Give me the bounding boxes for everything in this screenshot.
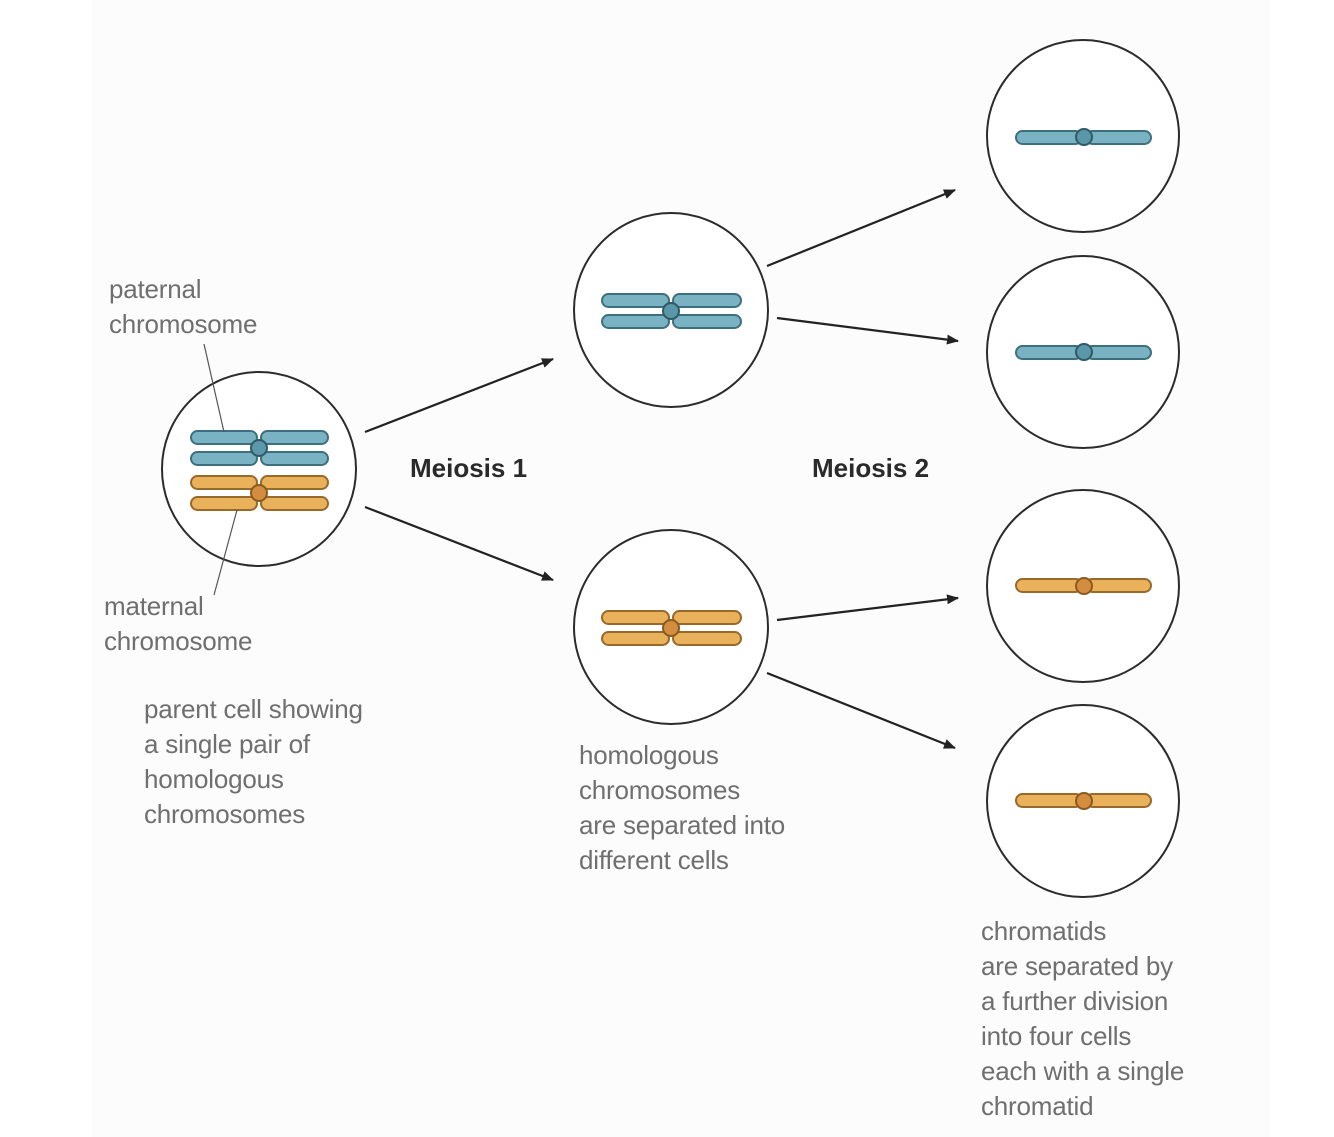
meiosis2-arrow-2	[776, 316, 959, 345]
centromere	[1075, 128, 1093, 146]
homologous-separation-caption: homologous chromosomes are separated int…	[579, 740, 785, 875]
parent-cell	[161, 343, 357, 596]
meiosis1-arrow-up	[364, 357, 554, 434]
meiosis2-arrow-1	[766, 188, 956, 268]
maternal-chromosome-pair	[190, 475, 329, 511]
paternal-centromere	[250, 439, 268, 457]
centromere	[1075, 577, 1093, 595]
paternal-chromosome-label: paternal chromosome	[109, 274, 258, 339]
centromere	[1075, 792, 1093, 810]
paternal-chromosome-pair	[190, 430, 329, 466]
meiosis2-arrow-4	[766, 671, 956, 750]
gamete-cell-1	[986, 39, 1180, 233]
maternal-leader-line	[213, 509, 238, 596]
meiosis2-arrow-3	[776, 594, 959, 622]
centromere	[1075, 343, 1093, 361]
meiosis-1-label: Meiosis 1	[410, 453, 528, 483]
gamete-cell-4	[986, 704, 1180, 898]
meiosis1-arrow-down	[364, 505, 554, 582]
paternal-leader-line	[203, 343, 225, 433]
gamete-cell-3	[986, 489, 1180, 683]
meiosis-2-label: Meiosis 2	[812, 453, 930, 483]
centromere	[662, 302, 680, 320]
chromatid-separation-caption: chromatids are separated by a further di…	[981, 916, 1185, 1121]
gamete-cell-2	[986, 255, 1180, 449]
parent-cell-caption: parent cell showing a single pair of hom…	[144, 694, 363, 829]
parent-cell-outline	[161, 371, 357, 567]
daughter-cell-maternal	[573, 529, 769, 725]
daughter-cell-paternal	[573, 212, 769, 408]
centromere	[662, 619, 680, 637]
maternal-chromosome-label: maternal chromosome	[104, 591, 253, 656]
maternal-centromere	[250, 484, 268, 502]
